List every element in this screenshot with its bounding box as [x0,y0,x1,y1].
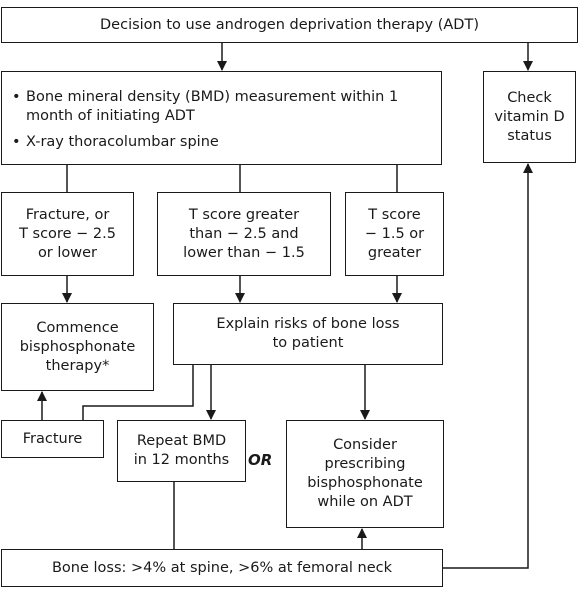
consider-line: prescribing [324,456,406,472]
decision-box: Decision to use androgen deprivation the… [1,7,578,43]
fracture-t-line: T score − 2.5 [19,225,116,242]
t-high-line: T score [368,206,421,223]
or-label: OR [248,451,273,469]
explain-line: Explain risks of bone loss [216,316,400,332]
bmd-item: Bone mineral density (BMD) measurement w… [12,88,431,126]
fracture-or-low-t-score-box: Fracture, or T score − 2.5 or lower [1,192,134,276]
vitamin-d-line: vitamin D [494,108,565,125]
line-explain-to-fracture [82,365,194,420]
repeat-bmd-box: Repeat BMD in 12 months [117,420,246,482]
bisphosphonate-line: Commence [36,319,119,336]
repeat-line: Repeat BMD [136,433,227,449]
consider-line: Consider [333,437,397,453]
bmd-list: Bone mineral density (BMD) measurement w… [12,88,431,159]
bmd-box: Bone mineral density (BMD) measurement w… [1,71,442,165]
fracture-text: Fracture [22,430,83,447]
fracture-t-line: or lower [37,244,98,261]
explain-risks-box: Explain risks of bone loss to patient [173,303,443,365]
fracture-t-line: Fracture, or [25,206,110,223]
t-mid-line: T score greater [188,206,300,223]
consider-line: bisphosphonate [307,475,423,491]
bisphosphonate-line: therapy* [45,357,110,374]
bone-loss-box: Bone loss: >4% at spine, >6% at femoral … [1,549,443,587]
arrow-bone-loss-to-vitamin-d [443,163,533,569]
vitamin-d-box: Check vitamin D status [483,71,576,163]
explain-line: to patient [272,335,344,351]
mid-t-score-box: T score greater than − 2.5 and lower tha… [157,192,331,276]
commence-bisphosphonate-box: Commence bisphosphonate therapy* [1,303,154,391]
t-mid-line: lower than − 1.5 [183,244,305,261]
fracture-box: Fracture [1,420,104,458]
vitamin-d-line: Check [507,89,552,106]
bone-loss-text: Bone loss: >4% at spine, >6% at femoral … [51,559,393,576]
bisphosphonate-line: bisphosphonate [19,338,136,355]
bmd-item: X-ray thoracolumbar spine [12,133,431,152]
repeat-line: in 12 months [133,452,230,468]
high-t-score-box: T score − 1.5 or greater [345,192,444,276]
consider-line: while on ADT [317,494,413,510]
decision-text: Decision to use androgen deprivation the… [100,16,479,33]
t-high-line: greater [367,244,422,261]
t-mid-line: than − 2.5 and [189,225,299,242]
vitamin-d-line: status [507,127,552,144]
consider-bisphosphonate-box: Consider prescribing bisphosphonate whil… [286,420,444,528]
t-high-line: − 1.5 or [364,225,425,242]
